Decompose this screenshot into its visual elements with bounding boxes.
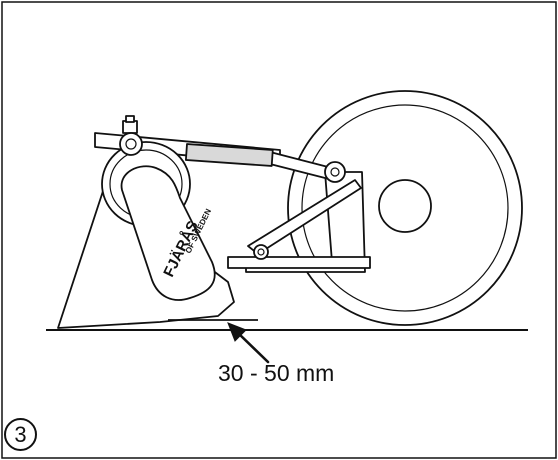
wheel-bracket bbox=[227, 171, 371, 273]
logo-arm bbox=[120, 165, 216, 301]
step-number: 3 bbox=[14, 421, 27, 447]
cut-height-label: 30 - 50 mm bbox=[218, 360, 335, 386]
pointer-arrow bbox=[227, 322, 270, 364]
step-number-badge: 3 bbox=[4, 418, 37, 451]
arm-bolt bbox=[122, 115, 138, 134]
arm-pivot bbox=[119, 132, 143, 156]
